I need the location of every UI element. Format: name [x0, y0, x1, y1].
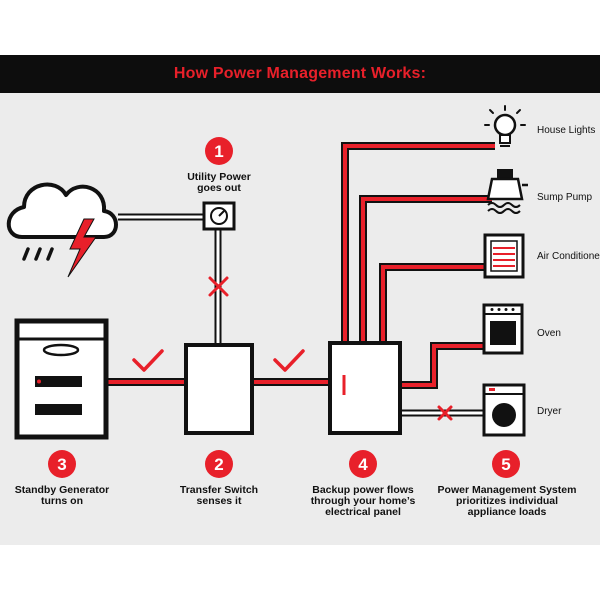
diagram-frame: How Power Management Works: [0, 55, 600, 545]
step-badge-1: 1 [205, 137, 233, 165]
dryer-icon [482, 383, 526, 437]
cut-mark-utility [208, 276, 229, 297]
step-badge-3: 3 [48, 450, 76, 478]
step-label-4: Backup power flows through your home’s e… [310, 484, 416, 518]
step-label-5: Power Management System prioritizes indi… [437, 484, 577, 518]
utility-meter-icon [202, 201, 236, 231]
step-label-2: Transfer Switch senses it [179, 484, 259, 507]
house-lights-line [341, 142, 495, 343]
check-mark-generator [132, 349, 164, 372]
appliance-label-dryer: Dryer [537, 406, 562, 417]
step-number-5: 5 [501, 455, 510, 474]
step-label-3: Standby Generator turns on [14, 484, 110, 507]
check-mark-panel [273, 349, 305, 372]
step-number-4: 4 [358, 455, 368, 474]
appliance-label-air-conditioner: Air Conditioner [537, 251, 600, 262]
appliance-label-oven: Oven [537, 328, 561, 339]
wires [106, 142, 495, 417]
power-flow-diagram: 1 2 3 4 5 [6, 105, 528, 478]
electrical-panel-icon [328, 341, 402, 435]
step-number-2: 2 [214, 455, 223, 474]
appliance-label-sump-pump: Sump Pump [537, 192, 593, 203]
oven-icon [482, 303, 524, 355]
title-banner: How Power Management Works: [0, 55, 600, 93]
cut-mark-dryer [437, 405, 453, 421]
step-number-3: 3 [57, 455, 66, 474]
oven-line [400, 342, 484, 389]
standby-generator-icon [14, 318, 109, 440]
storm-cloud-icon [6, 182, 118, 278]
air-conditioner-icon [483, 233, 525, 279]
step-badge-2: 2 [205, 450, 233, 478]
step-badge-4: 4 [349, 450, 377, 478]
step-label-1: Utility Power goes out [187, 171, 251, 194]
diagram-title: How Power Management Works: [173, 65, 427, 82]
transfer-switch-icon [184, 343, 254, 435]
sump-pump-icon [486, 169, 528, 214]
appliance-label-house-lights: House Lights [537, 125, 596, 136]
step-number-1: 1 [214, 142, 223, 161]
light-bulb-icon [484, 105, 526, 147]
air-conditioner-line [379, 263, 487, 343]
step-badge-5: 5 [492, 450, 520, 478]
